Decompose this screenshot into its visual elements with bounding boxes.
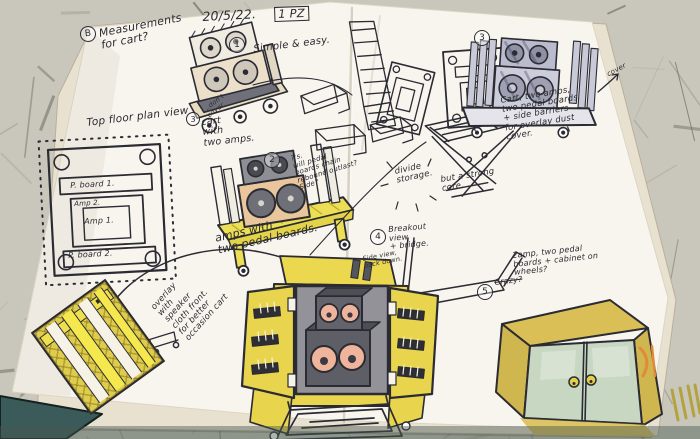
sketch2-number: 2 — [264, 152, 280, 168]
table-foreground — [0, 395, 700, 439]
date-note: 20/5/22. — [201, 6, 257, 24]
sketch2-amps-pedalboards — [210, 143, 355, 277]
cabinet-closed-drawing — [495, 299, 663, 437]
plan-label-amp2: Amp 2. — [73, 198, 101, 208]
cabinet-open-drawing — [240, 255, 440, 439]
sketch1-number: 1 — [229, 37, 245, 53]
page-note: 1 PZ — [274, 5, 310, 23]
sketch3-gray-cart — [461, 37, 599, 139]
loose-box-sketches — [300, 20, 619, 256]
floorplan-drawing — [37, 133, 177, 287]
sketch4-label: Breakout view + bridge. — [387, 221, 430, 252]
margin-marks — [380, 158, 700, 422]
sketch5-number: 5 — [477, 284, 493, 300]
connector-curve — [252, 77, 353, 96]
sketch3-number: 3 — [474, 30, 490, 46]
sketch4-number: 4 — [370, 229, 386, 245]
floorplan-number: 3 — [186, 112, 200, 126]
plan-label-amp1: Amp 1. — [83, 215, 115, 226]
